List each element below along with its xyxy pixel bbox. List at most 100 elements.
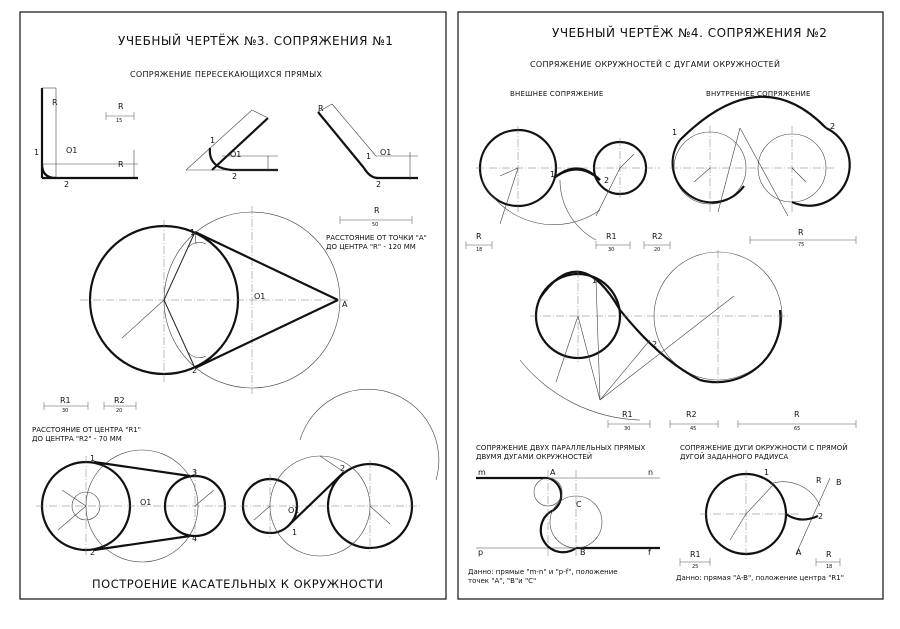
- note-distance-r1-r2: РАССТОЯНИЕ ОТ ЦЕНТРА "R1" ДО ЦЕНТРА "R2"…: [32, 426, 141, 443]
- dim-ext-r1-label: R1: [606, 232, 617, 241]
- label-1-arc: 1: [764, 468, 770, 477]
- dim-r-50-value: 50: [372, 222, 379, 228]
- dim-mid-r1-label: R1: [622, 410, 633, 419]
- dim-arc-r1-label: R1: [690, 550, 701, 559]
- label-b-parallel: B: [580, 548, 586, 557]
- label-2-acute: 2: [232, 172, 238, 181]
- section-circles-arcs: СОПРЯЖЕНИЕ ОКРУЖНОСТЕЙ С ДУГАМИ ОКРУЖНОС…: [530, 60, 781, 69]
- dim-arc-r1-value: 25: [692, 564, 699, 570]
- dim-r-50: [339, 216, 413, 224]
- label-1-inner: 1: [292, 528, 298, 537]
- label-4-outer: 4: [192, 534, 198, 543]
- label-o1: O1: [66, 146, 78, 155]
- label-o1-obtuse: O1: [380, 148, 392, 157]
- label-2: 2: [64, 180, 70, 189]
- left-footer-title: ПОСТРОЕНИЕ КАСАТЕЛЬНЫХ К ОКРУЖНОСТИ: [92, 577, 384, 591]
- label-1-acute: 1: [210, 136, 216, 145]
- dim-int-r-value: 75: [798, 242, 805, 248]
- label-1-tangent: 1: [190, 228, 196, 237]
- dim-mid-r2-value: 45: [690, 426, 697, 432]
- label-m: m: [478, 468, 486, 477]
- label-2-obtuse: 2: [376, 180, 382, 189]
- label-2-mid: 2: [652, 340, 658, 349]
- label-n: n: [648, 468, 654, 477]
- dim-ext-r-label: R: [476, 232, 482, 241]
- obtuse-angle-fillet: [317, 103, 418, 180]
- acute-angle-fillet: [185, 109, 278, 172]
- label-1: 1: [34, 148, 40, 157]
- right-angle-fillet: [40, 87, 138, 180]
- label-r-arc: R: [816, 476, 822, 485]
- dim-arc-r-value: 18: [826, 564, 833, 570]
- label-r-2: R: [118, 160, 124, 169]
- label-b-arc: B: [836, 478, 842, 487]
- right-sheet-frame: [457, 11, 884, 600]
- label-2-tangent: 2: [192, 366, 198, 375]
- dim-mid-r2-label: R2: [686, 410, 697, 419]
- dim-r-50-label: R: [374, 206, 380, 215]
- internal-label: ВНУТРЕННЕЕ СОПРЯЖЕНИЕ: [706, 90, 811, 98]
- dim-internal: [749, 236, 857, 244]
- label-3-outer: 3: [192, 468, 198, 477]
- label-2-inner: 2: [340, 464, 346, 473]
- label-o1-tangent: O1: [254, 292, 266, 301]
- label-r: R: [52, 98, 58, 107]
- label-2-outer: 2: [90, 548, 96, 557]
- note-distance-a-r: РАССТОЯНИЕ ОТ ТОЧКИ "А" ДО ЦЕНТРА "R" - …: [326, 234, 427, 251]
- left-sheet-frame: [19, 11, 447, 600]
- dim-ext-r2-label: R2: [652, 232, 663, 241]
- label-1-outer: 1: [90, 454, 96, 463]
- label-o1-inner: O1: [288, 506, 300, 515]
- outer-tangents-circles: [36, 449, 236, 563]
- dim-mid-r1-value: 30: [624, 426, 631, 432]
- dim-mid-r-label: R: [794, 410, 800, 419]
- dim-r-15: [105, 112, 135, 120]
- parallel-lines-fillet: [476, 470, 660, 556]
- label-2-arc: 2: [818, 512, 824, 521]
- label-a-arc: A: [796, 548, 802, 557]
- dim-external: [465, 241, 671, 249]
- label-o1-acute: O1: [230, 150, 242, 159]
- given-arc-line: Данно: прямая "A-B", положение центра "R…: [676, 574, 844, 582]
- label-f: f: [648, 548, 651, 557]
- dim-arc-line: [679, 558, 841, 566]
- external-label: ВНЕШНЕЕ СОПРЯЖЕНИЕ: [510, 90, 604, 98]
- dim-middle: [607, 420, 857, 428]
- right-sheet-title: УЧЕБНЫЙ ЧЕРТЁЖ №4. СОПРЯЖЕНИЯ №2: [552, 26, 828, 40]
- label-2-int: 2: [830, 122, 836, 131]
- internal-tangency: [670, 95, 851, 217]
- left-sheet-title: УЧЕБНЫЙ ЧЕРТЁЖ №3. СОПРЯЖЕНИЯ №1: [118, 34, 394, 48]
- label-a-parallel: A: [550, 468, 556, 477]
- dim-r-label: R: [118, 102, 124, 111]
- section-parallel: СОПРЯЖЕНИЕ ДВУХ ПАРАЛЛЕЛЬНЫХ ПРЯМЫХ ДВУМ…: [476, 444, 646, 461]
- label-1-obtuse: 1: [366, 152, 372, 161]
- dim-ext-r-value: 18: [476, 247, 483, 253]
- label-a: A: [342, 300, 348, 309]
- dim-arc-r-label: R: [826, 550, 832, 559]
- section-intersecting-lines: СОПРЯЖЕНИЕ ПЕРЕСЕКАЮЩИХСЯ ПРЯМЫХ: [130, 70, 323, 79]
- arc-line-fillet: [700, 470, 831, 560]
- section-arc-line: СОПРЯЖЕНИЕ ДУГИ ОКРУЖНОСТИ С ПРЯМОЙ ДУГО…: [680, 444, 848, 461]
- label-1-mid: 1: [592, 276, 598, 285]
- dim-int-r-label: R: [798, 228, 804, 237]
- inner-tangents-circles: [240, 388, 440, 557]
- dim-ext-r1-value: 30: [608, 247, 615, 253]
- label-p: p: [478, 548, 484, 557]
- dim-r-15-value: 15: [116, 118, 123, 124]
- mixed-tangency: [519, 250, 790, 421]
- dim-ext-r2-value: 20: [654, 247, 661, 253]
- label-r-obtuse: R: [318, 104, 324, 113]
- label-1-ext: 1: [550, 170, 556, 179]
- dim-mid-r-value: 65: [794, 426, 801, 432]
- tangent-from-point: [80, 206, 350, 394]
- dim-r2-value: 20: [116, 408, 123, 414]
- dim-r2-label: R2: [114, 396, 125, 405]
- label-2-ext: 2: [604, 176, 610, 185]
- dim-r1-value: 30: [62, 408, 69, 414]
- dim-r1-r2-left: [43, 402, 137, 410]
- external-tangency: [476, 126, 660, 241]
- label-c-parallel: C: [576, 500, 582, 509]
- given-parallel: Данно: прямые "m-n" и "p-f", положение т…: [468, 568, 618, 585]
